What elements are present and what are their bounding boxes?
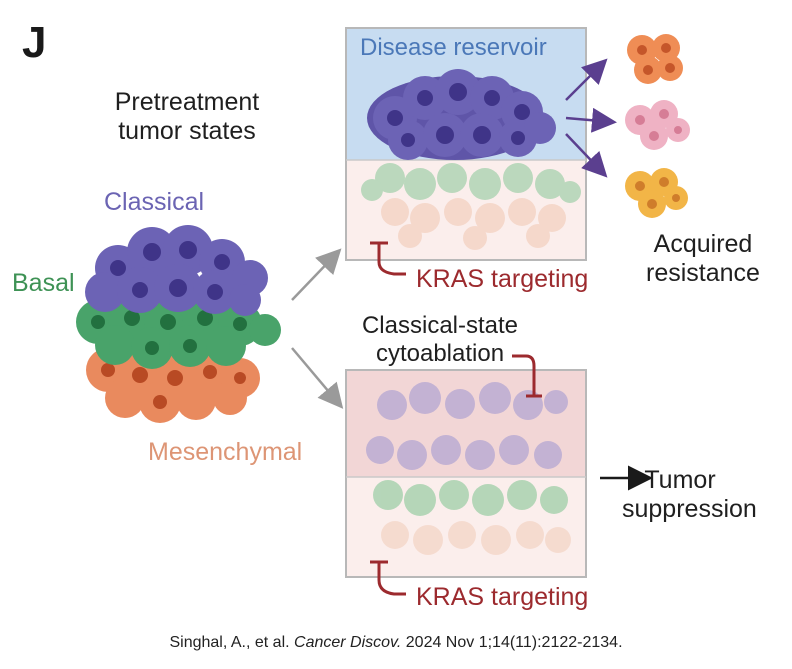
panel-letter: J xyxy=(22,18,47,67)
citation: Singhal, A., et al. Cancer Discov. 2024 … xyxy=(0,634,792,652)
resistant-clone-orange-icon xyxy=(627,34,683,84)
reservoir-mesenchymal-layer xyxy=(381,198,566,250)
reservoir-classical-tumor xyxy=(367,69,556,160)
kras-targeting-top-label: KRAS targeting xyxy=(416,265,589,293)
disease-reservoir-label: Disease reservoir xyxy=(360,34,547,61)
resistant-clone-pink-icon xyxy=(625,100,690,150)
cytoablation-inhibition-icon xyxy=(512,354,542,398)
citation-details: 2024 Nov 1;14(11):2122-2134. xyxy=(405,634,623,651)
resistance-arrow-3-icon xyxy=(565,133,608,178)
kras-inhibition-top-icon xyxy=(370,241,406,276)
arrow-to-reservoir-icon xyxy=(291,248,342,301)
classical-label: Classical xyxy=(104,188,205,216)
mesenchymal-label: Mesenchymal xyxy=(148,438,303,466)
citation-authors: Singhal, A., et al. xyxy=(169,634,290,651)
resistance-arrow-1-icon xyxy=(565,58,608,101)
resistance-arrow-2-icon xyxy=(565,107,617,133)
classical-layer xyxy=(85,225,268,316)
basal-label: Basal xyxy=(12,269,75,297)
arrow-to-cytoablation-icon xyxy=(291,347,344,409)
pretreatment-tumor xyxy=(76,225,281,423)
resistant-clone-yellow-icon xyxy=(625,168,688,218)
pretreatment-label: Pretreatment tumor states xyxy=(114,88,260,145)
reservoir-basal-layer xyxy=(361,163,581,203)
citation-journal: Cancer Discov. xyxy=(294,634,402,651)
cytoablation-label: Classical-state cytoablation xyxy=(361,312,519,367)
kras-inhibition-bottom-icon xyxy=(370,560,406,596)
ablated-classical-layer xyxy=(366,382,568,470)
kras-targeting-bottom-label: KRAS targeting xyxy=(416,583,589,611)
bottom-basal-layer xyxy=(373,480,568,516)
bottom-mesenchymal-layer xyxy=(381,521,571,555)
acquired-resistance-label: Acquired resistance xyxy=(646,230,760,287)
tumor-suppression-label: Tumor suppression xyxy=(622,466,757,523)
